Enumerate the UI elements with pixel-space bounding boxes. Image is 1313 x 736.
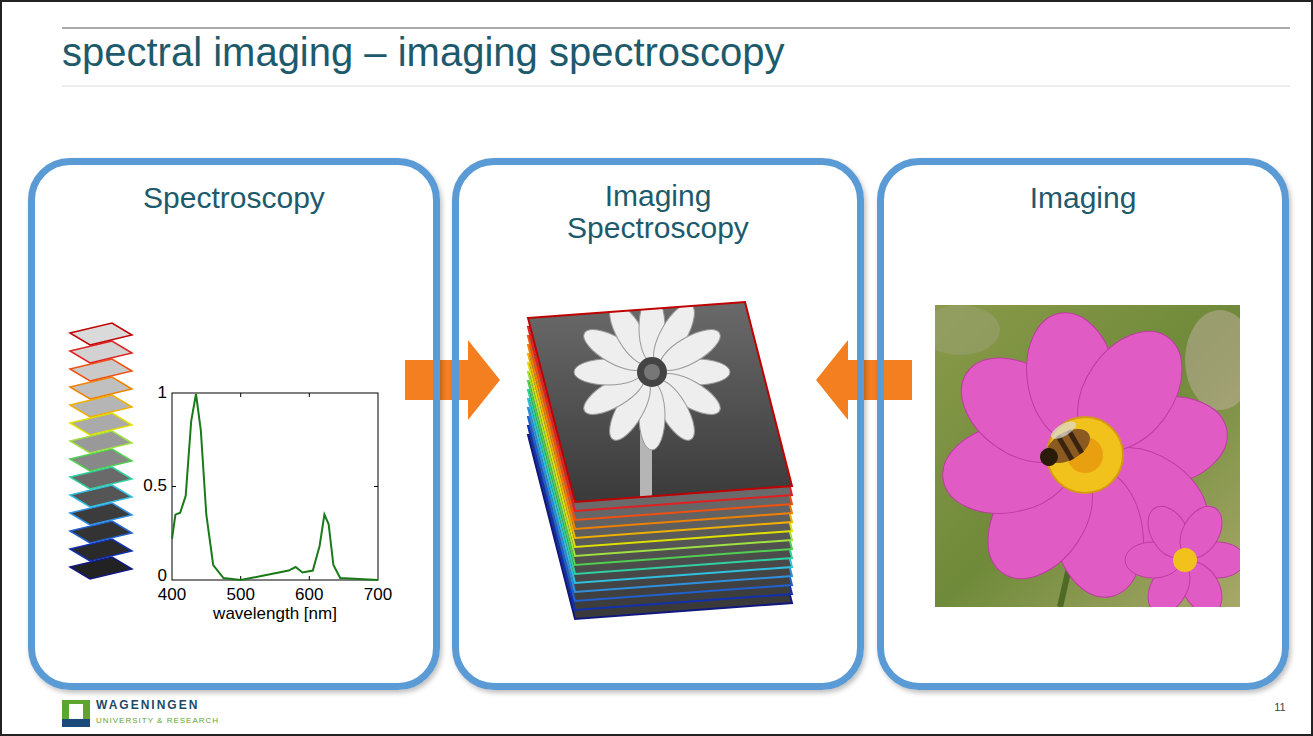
block-arrow [816,340,912,420]
axis-tick-label: 700 [364,586,392,605]
axis-tick-label: 500 [227,586,255,605]
box-heading: Imaging [903,182,1263,214]
axis-tick-label: 400 [158,586,186,605]
box-heading: Imaging Spectroscopy [528,180,788,244]
axis-tick-label: 0.5 [143,477,167,496]
logo-name: WAGENINGEN [96,699,199,712]
page-number: 11 [1274,701,1285,713]
box-heading: Spectroscopy [54,182,414,214]
section-box: Imaging Spectroscopy [452,158,864,690]
axis-title: wavelength [nm] [213,605,337,624]
axis-tick-label: 0 [158,567,167,586]
axis-tick-label: 600 [295,586,323,605]
logo-subtitle: UNIVERSITY & RESEARCH [96,717,219,726]
slide-title: spectral imaging – imaging spectroscopy [62,30,785,75]
axis-tick-label: 1 [158,384,167,403]
section-box: Imaging [877,158,1289,690]
